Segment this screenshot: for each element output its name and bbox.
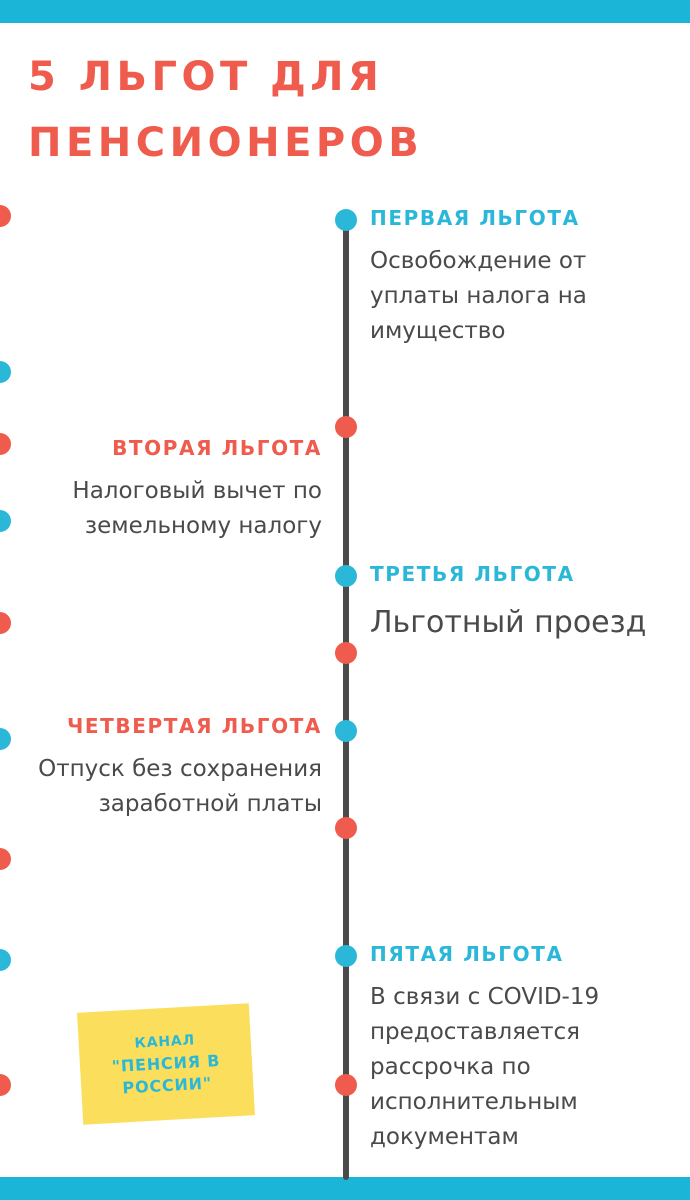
entry-body-3: Льготный проезд (370, 605, 647, 640)
edge-dot-2 (0, 361, 11, 383)
timeline-dot-6 (335, 817, 357, 839)
entry-title-3: Третья льгота (370, 562, 575, 586)
edge-dot-1 (0, 205, 11, 227)
timeline-dot-2 (335, 416, 357, 438)
edge-dot-4 (0, 510, 11, 532)
edge-dot-8 (0, 949, 11, 971)
entry-title-2: Вторая льгота (112, 436, 322, 460)
entry-body-2: Налоговый вычет по земельному налогу (72, 478, 322, 539)
timeline-dot-5 (335, 720, 357, 742)
timeline-entry-1: Первая льготаОсвобождение от уплаты нало… (370, 206, 670, 349)
page-title: 5 льгот для пенсионеров (28, 54, 424, 166)
entry-body-5: В связи с COVID-19 предоставляется расср… (370, 984, 600, 1150)
edge-dot-3 (0, 433, 11, 455)
top-accent-bar (0, 0, 690, 23)
timeline-entry-5: Пятая льгота В связи с COVID-19 предостав… (370, 942, 670, 1155)
entry-title-1: Первая льгота (370, 206, 580, 230)
edge-dot-7 (0, 848, 11, 870)
entry-body-4: Отпуск без сохранения заработной платы (38, 756, 322, 817)
channel-sticker: Канал "Пенсия в России" (77, 1003, 255, 1125)
edge-dot-9 (0, 1074, 11, 1096)
timeline-spine (343, 218, 349, 1180)
entry-title-5: Пятая льгота (370, 942, 564, 966)
edge-dot-5 (0, 612, 11, 634)
timeline-dot-1 (335, 209, 357, 231)
timeline-entry-2: Вторая льготаНалоговый вычет по земельно… (10, 436, 322, 544)
timeline-entry-4: Четвертая льготаОтпуск без сохранения за… (10, 714, 322, 822)
timeline-dot-7 (335, 945, 357, 967)
edge-dot-6 (0, 728, 11, 750)
bottom-accent-bar (0, 1177, 690, 1200)
timeline-dot-3 (335, 565, 357, 587)
sticker-line-name-2: России" (121, 1073, 213, 1098)
timeline-dot-8 (335, 1074, 357, 1096)
timeline-dot-4 (335, 642, 357, 664)
timeline-entry-3: Третья льготаЛьготный проезд (370, 562, 670, 646)
entry-title-4: Четвертая льгота (67, 714, 322, 738)
entry-body-1: Освобождение от уплаты налога на имущест… (370, 248, 587, 344)
